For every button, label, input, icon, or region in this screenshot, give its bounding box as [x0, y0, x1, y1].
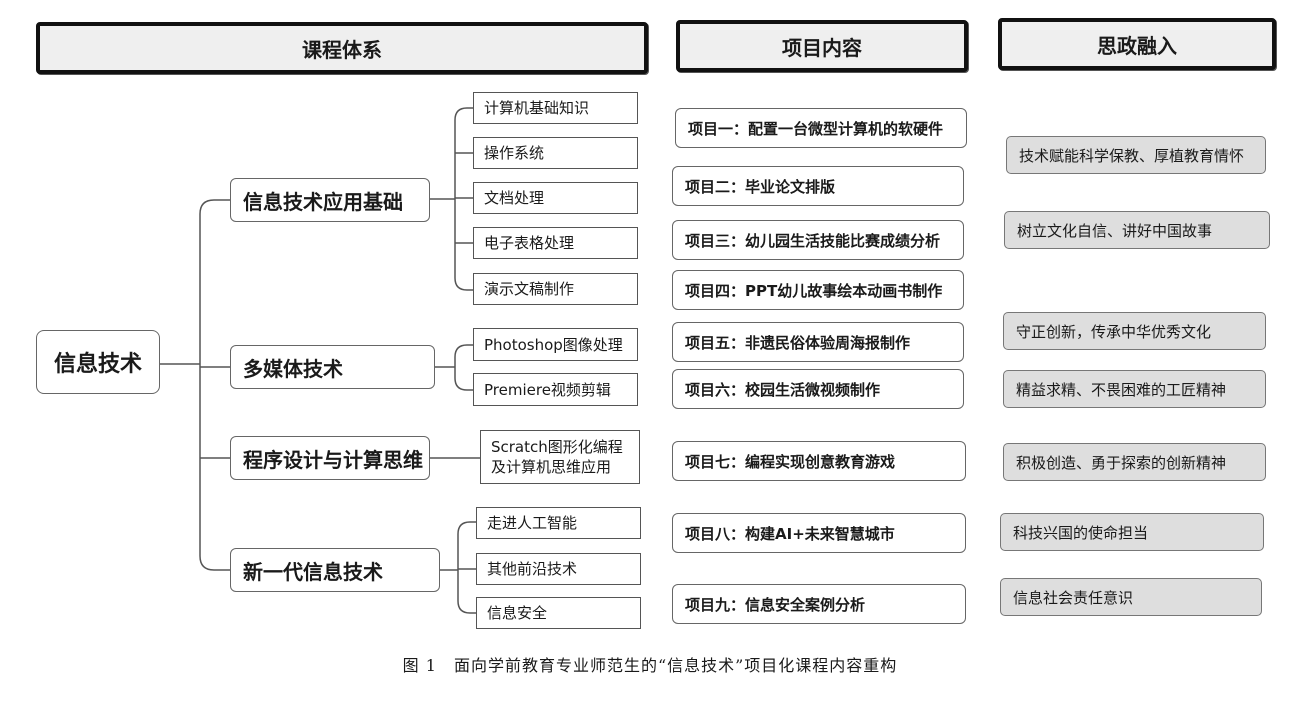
topic-node: Scratch图形化编程 及计算机思维应用 — [480, 430, 640, 484]
project-node: 项目二：毕业论文排版 — [672, 166, 964, 206]
project-node: 项目六：校园生活微视频制作 — [672, 369, 964, 409]
header-curriculum: 课程体系 — [36, 22, 648, 74]
ideology-node: 信息社会责任意识 — [1000, 578, 1262, 616]
module-node: 信息技术应用基础 — [230, 178, 430, 222]
ideology-node: 科技兴国的使命担当 — [1000, 513, 1264, 551]
ideology-node: 树立文化自信、讲好中国故事 — [1004, 211, 1270, 249]
project-node: 项目九：信息安全案例分析 — [672, 584, 966, 624]
module-node: 程序设计与计算思维 — [230, 436, 430, 480]
topic-node: 信息安全 — [476, 597, 641, 629]
topic-node: 计算机基础知识 — [473, 92, 638, 124]
root-node: 信息技术 — [36, 330, 160, 394]
ideology-node: 守正创新，传承中华优秀文化 — [1003, 312, 1266, 350]
topic-node: 走进人工智能 — [476, 507, 641, 539]
ideology-node: 积极创造、勇于探索的创新精神 — [1003, 443, 1266, 481]
project-node: 项目八：构建AI+未来智慧城市 — [672, 513, 966, 553]
ideology-node: 技术赋能科学保教、厚植教育情怀 — [1006, 136, 1266, 174]
ideology-node: 精益求精、不畏困难的工匠精神 — [1003, 370, 1266, 408]
header-ideology: 思政融入 — [998, 18, 1276, 70]
module-node: 多媒体技术 — [230, 345, 435, 389]
topic-node: Premiere视频剪辑 — [473, 373, 638, 406]
project-node: 项目五：非遗民俗体验周海报制作 — [672, 322, 964, 362]
project-node: 项目一：配置一台微型计算机的软硬件 — [675, 108, 967, 148]
topic-node: Photoshop图像处理 — [473, 328, 638, 361]
project-node: 项目三：幼儿园生活技能比赛成绩分析 — [672, 220, 964, 260]
header-projects: 项目内容 — [676, 20, 968, 72]
project-node: 项目七：编程实现创意教育游戏 — [672, 441, 966, 481]
topic-node: 文档处理 — [473, 182, 638, 214]
topic-node: 演示文稿制作 — [473, 273, 638, 305]
project-node: 项目四：PPT幼儿故事绘本动画书制作 — [672, 270, 964, 310]
topic-node: 其他前沿技术 — [476, 553, 641, 585]
topic-node: 操作系统 — [473, 137, 638, 169]
topic-node: 电子表格处理 — [473, 227, 638, 259]
module-node: 新一代信息技术 — [230, 548, 440, 592]
figure-caption: 图 1 面向学前教育专业师范生的“信息技术”项目化课程内容重构 — [402, 656, 898, 675]
